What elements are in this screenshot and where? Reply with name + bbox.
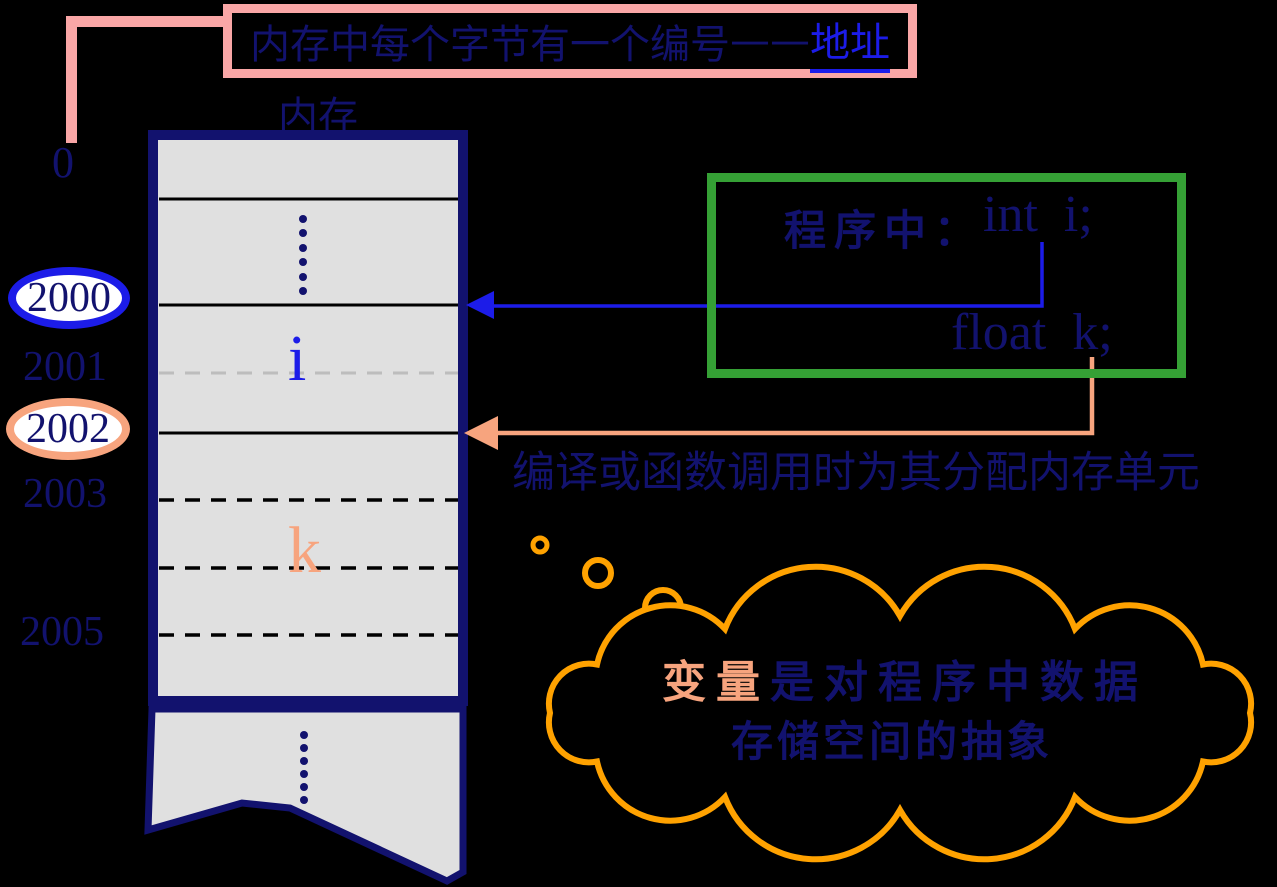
address-badge-2002: 2002 (6, 398, 130, 460)
blue-arrowhead-icon (466, 291, 494, 319)
address-label-2003: 2003 (23, 471, 107, 517)
cloud-text-line1: 变量是对程序中数据 (612, 661, 1198, 705)
allocation-note: 编译或函数调用时为其分配内存单元 (512, 448, 1200, 498)
address-badge-2000: 2000 (8, 267, 130, 329)
declaration-int-i: int i; (983, 186, 1093, 243)
declaration-float-k: float k; (951, 304, 1113, 361)
thought-cloud (545, 563, 1255, 863)
memory-column-torn-block (144, 705, 467, 885)
address-label-2005: 2005 (20, 609, 104, 655)
ellipsis-dots-lower (300, 731, 308, 804)
program-prefix-label: 程序中： (784, 206, 985, 255)
salmon-arrowhead-icon (464, 416, 498, 450)
callout-bracket-vertical (66, 16, 77, 143)
memory-cell-variable-k: k (288, 514, 321, 587)
cloud-text-variable-highlight: 变量 (662, 657, 770, 708)
memory-cell-variable-i: i (288, 322, 307, 395)
cloud-text-line1-rest: 是对程序中数据 (770, 657, 1148, 708)
program-code-box (707, 173, 1186, 378)
cloud-text-line2: 存储空间的抽象 (730, 717, 1053, 766)
address-label-2001: 2001 (23, 344, 107, 390)
address-callout-box: 内存中每个字节有一个编号——地址 (223, 4, 917, 78)
callout-text: 内存中每个字节有一个编号 (250, 22, 730, 68)
thought-bubble-circles (530, 535, 684, 629)
memory-column (148, 130, 468, 706)
callout-bracket-horizontal (66, 16, 226, 27)
callout-dash: —— (730, 18, 810, 64)
address-label-0: 0 (52, 138, 74, 187)
callout-highlight-address: 地址 (810, 10, 890, 73)
